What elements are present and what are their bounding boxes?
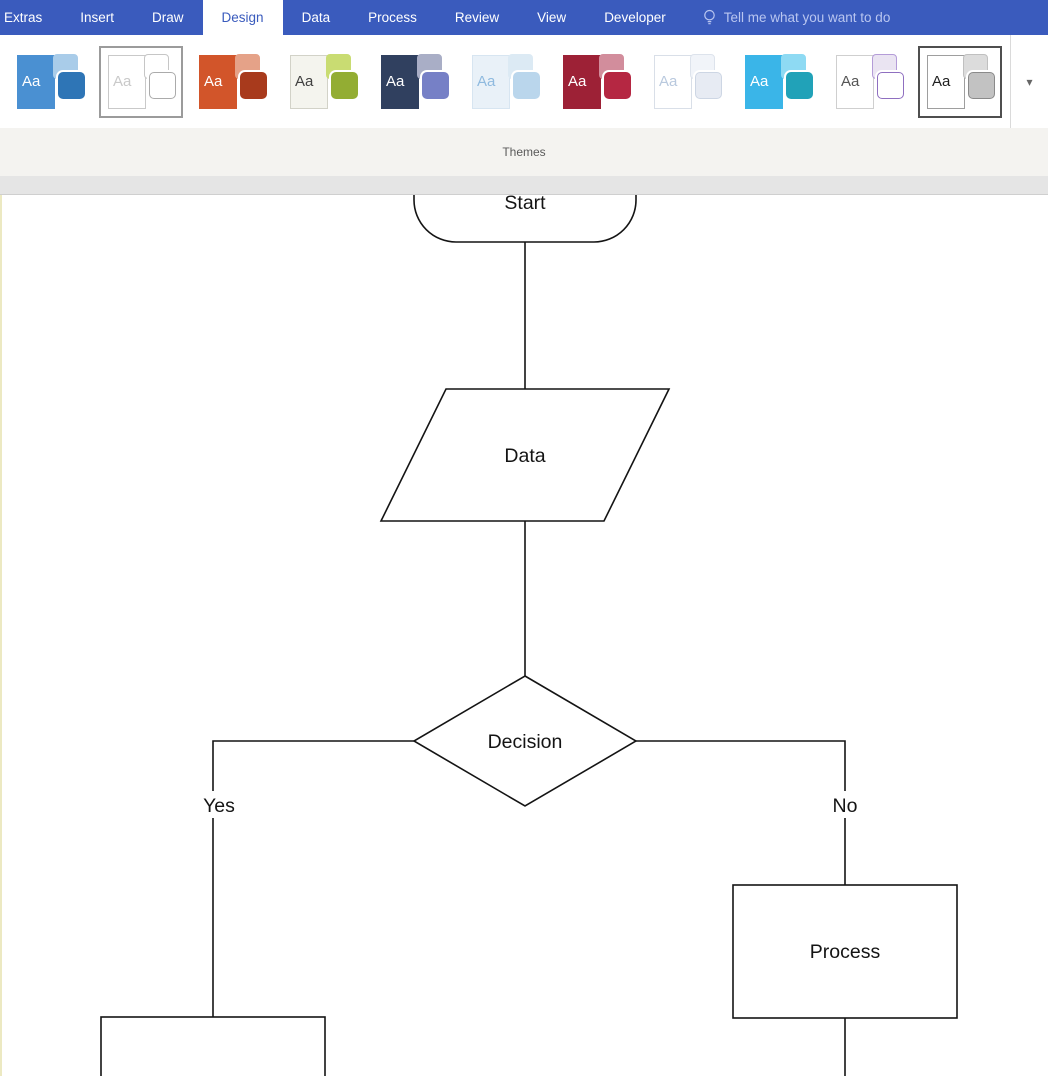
theme-item-orange[interactable]: Aa bbox=[190, 45, 274, 118]
theme-swatch-front-icon bbox=[968, 71, 995, 99]
tab-process[interactable]: Process bbox=[368, 10, 417, 25]
lightbulb-icon bbox=[703, 9, 716, 27]
theme-item-none[interactable]: Aa bbox=[99, 45, 183, 118]
edge-label-no: No bbox=[833, 795, 858, 817]
tab-extras[interactable]: Extras bbox=[4, 10, 43, 25]
theme-aa-card: Aa bbox=[563, 54, 601, 109]
flow-node-process-label: Process bbox=[810, 941, 881, 963]
tab-developer[interactable]: Developer bbox=[604, 10, 666, 25]
flow-node-process[interactable] bbox=[732, 884, 958, 1019]
flow-node-decision[interactable] bbox=[412, 675, 638, 807]
edge-label-yes: Yes bbox=[203, 795, 235, 817]
yes-label-backing bbox=[195, 791, 243, 818]
tab-data[interactable]: Data bbox=[301, 10, 331, 25]
chevron-down-icon: ▾ bbox=[1026, 74, 1033, 89]
theme-swatch-front-icon bbox=[149, 71, 176, 99]
theme-aa-card: Aa bbox=[199, 54, 237, 109]
theme-swatch-front-icon bbox=[604, 71, 631, 99]
theme-item-light-blue[interactable]: Aa bbox=[463, 45, 547, 118]
theme-item-green[interactable]: Aa bbox=[281, 45, 365, 118]
theme-item-cyan[interactable]: Aa bbox=[736, 45, 820, 118]
theme-aa-card: Aa bbox=[290, 54, 328, 109]
theme-swatch-front-icon bbox=[513, 71, 540, 99]
theme-swatch-front-icon bbox=[877, 71, 904, 99]
theme-swatch-front-icon bbox=[331, 71, 358, 99]
drawing-canvas[interactable]: Start Data Decision Yes No Process bbox=[0, 195, 1048, 1076]
flow-node-start-label: Start bbox=[504, 195, 546, 214]
tell-me-box[interactable]: Tell me what you want to do bbox=[703, 0, 891, 35]
connector-decision-yes[interactable] bbox=[212, 740, 414, 1017]
theme-aa-card: Aa bbox=[17, 54, 55, 109]
theme-item-navy[interactable]: Aa bbox=[372, 45, 456, 118]
tab-insert[interactable]: Insert bbox=[80, 10, 115, 25]
theme-swatch-front-icon bbox=[422, 71, 449, 99]
no-label-backing bbox=[825, 791, 865, 818]
theme-aa-card: Aa bbox=[381, 54, 419, 109]
flow-node-data[interactable] bbox=[379, 388, 671, 522]
flow-node-decision-label: Decision bbox=[488, 731, 563, 753]
theme-aa-card: Aa bbox=[836, 54, 874, 109]
theme-swatch-front-icon bbox=[240, 71, 267, 99]
theme-aa-card: Aa bbox=[472, 54, 510, 109]
theme-item-dark-red[interactable]: Aa bbox=[554, 45, 638, 118]
theme-aa-card: Aa bbox=[654, 54, 692, 109]
theme-aa-card: Aa bbox=[927, 54, 965, 109]
theme-item-gray-white[interactable]: Aa bbox=[918, 45, 1002, 118]
ribbon-group-strip: Themes bbox=[0, 128, 1048, 176]
ribbon-tab-bar: Extras Insert Draw Design Data Process R… bbox=[0, 0, 1048, 35]
theme-aa-card: Aa bbox=[745, 54, 783, 109]
themes-gallery: Aa Aa Aa Aa Aa Aa Aa Aa Aa Aa Aa ▾ bbox=[0, 35, 1048, 128]
theme-item-blue[interactable]: Aa bbox=[8, 45, 92, 118]
theme-swatch-front-icon bbox=[786, 71, 813, 99]
tell-me-label: Tell me what you want to do bbox=[723, 10, 891, 25]
theme-swatch-front-icon bbox=[58, 71, 85, 99]
flow-node-data-label: Data bbox=[504, 445, 545, 467]
themes-group-label: Themes bbox=[502, 145, 546, 159]
tab-review[interactable]: Review bbox=[454, 10, 500, 25]
tab-design[interactable]: Design bbox=[202, 0, 283, 35]
tab-draw[interactable]: Draw bbox=[152, 10, 184, 25]
tab-view[interactable]: View bbox=[537, 10, 567, 25]
theme-item-purple-white[interactable]: Aa bbox=[827, 45, 911, 118]
ribbon-bottom-bar bbox=[0, 176, 1048, 195]
theme-item-pale[interactable]: Aa bbox=[645, 45, 729, 118]
theme-swatch-front-icon bbox=[695, 71, 722, 99]
gallery-more-button[interactable]: ▾ bbox=[1010, 35, 1048, 128]
theme-aa-card: Aa bbox=[108, 54, 146, 109]
flow-node-branch[interactable] bbox=[100, 1016, 326, 1076]
connector-decision-no[interactable] bbox=[636, 740, 846, 885]
